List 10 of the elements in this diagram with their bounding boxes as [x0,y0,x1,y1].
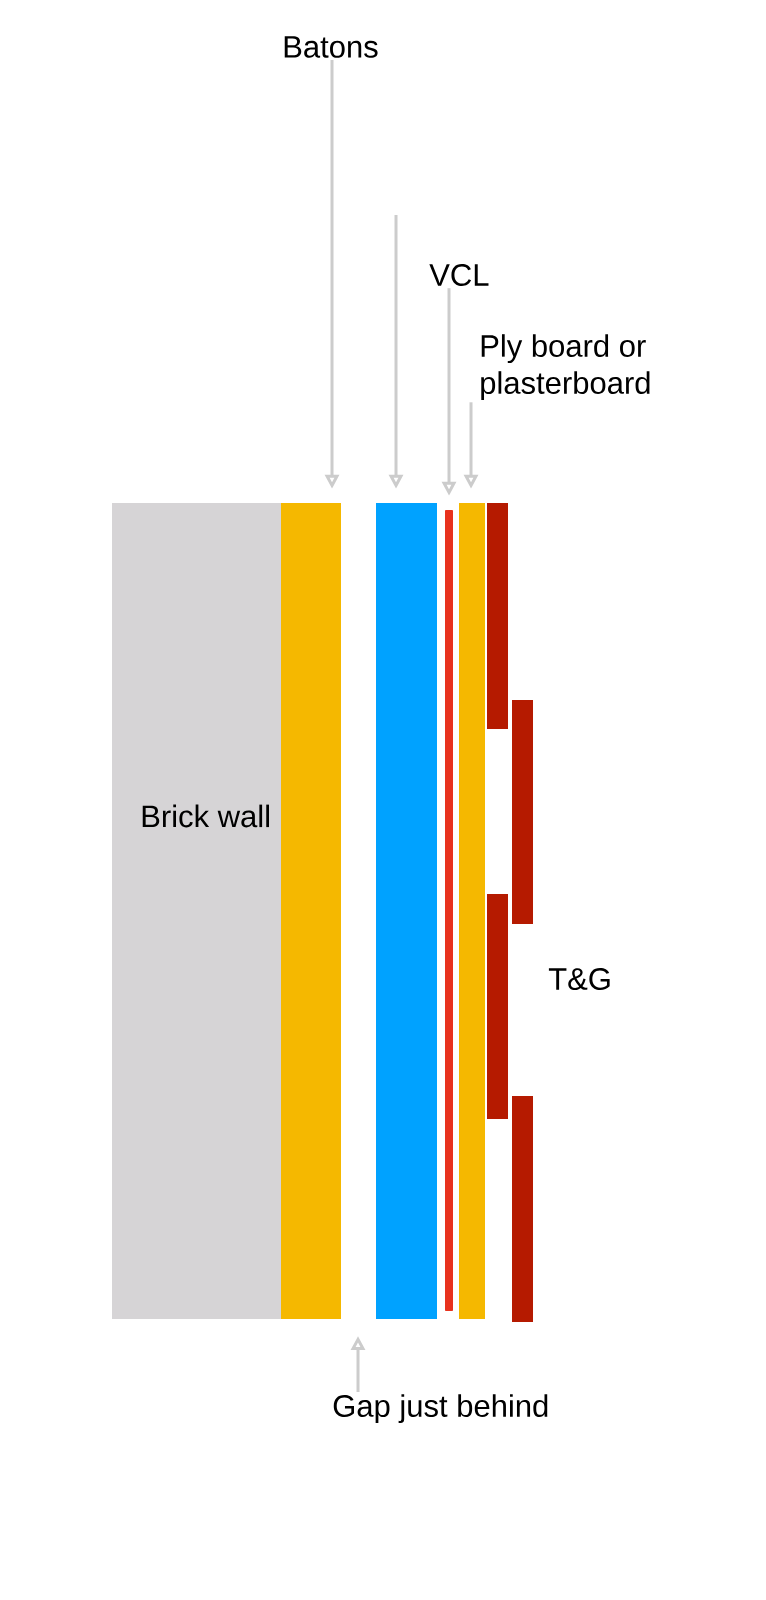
membrane-bar [445,510,453,1311]
callout-text: Gap just behind [333,1394,548,1424]
callout-text: Ply board or plasterboard [481,334,650,401]
wall-box: Brick wall [112,503,281,1319]
callout-text: VCL [429,264,489,286]
layer-box [459,503,485,1319]
layer-box [376,503,437,1319]
layer-box [281,503,341,1319]
layer-label: T&G [548,968,610,990]
callout-text: Batons [284,36,378,58]
